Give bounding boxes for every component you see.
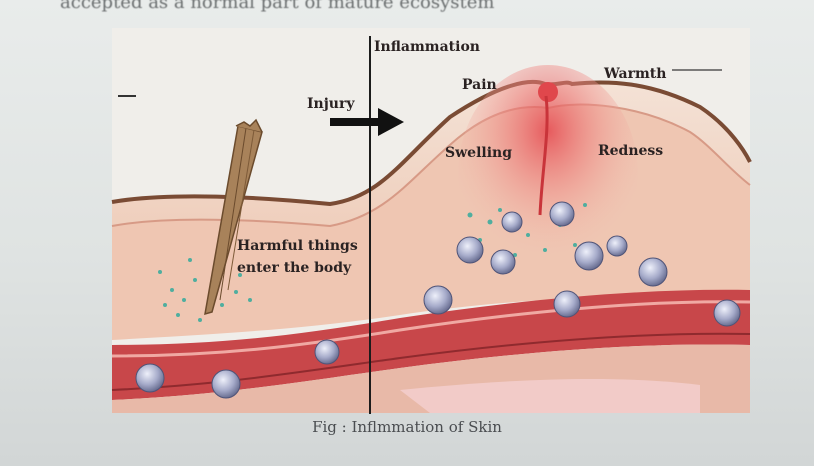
label-injury: Injury bbox=[307, 96, 355, 112]
label-harmful-line1: Harmful things bbox=[237, 238, 358, 254]
label-pain: Pain bbox=[462, 77, 497, 93]
figure-caption: Fig : Inflmmation of Skin bbox=[0, 418, 814, 436]
label-redness: Redness bbox=[598, 143, 663, 159]
label-inflammation: Inflammation bbox=[374, 39, 480, 55]
label-harmful-line2: enter the body bbox=[237, 260, 352, 276]
label-warmth: Warmth bbox=[603, 66, 666, 82]
pain-point bbox=[538, 82, 558, 102]
label-swelling: Swelling bbox=[445, 145, 512, 161]
